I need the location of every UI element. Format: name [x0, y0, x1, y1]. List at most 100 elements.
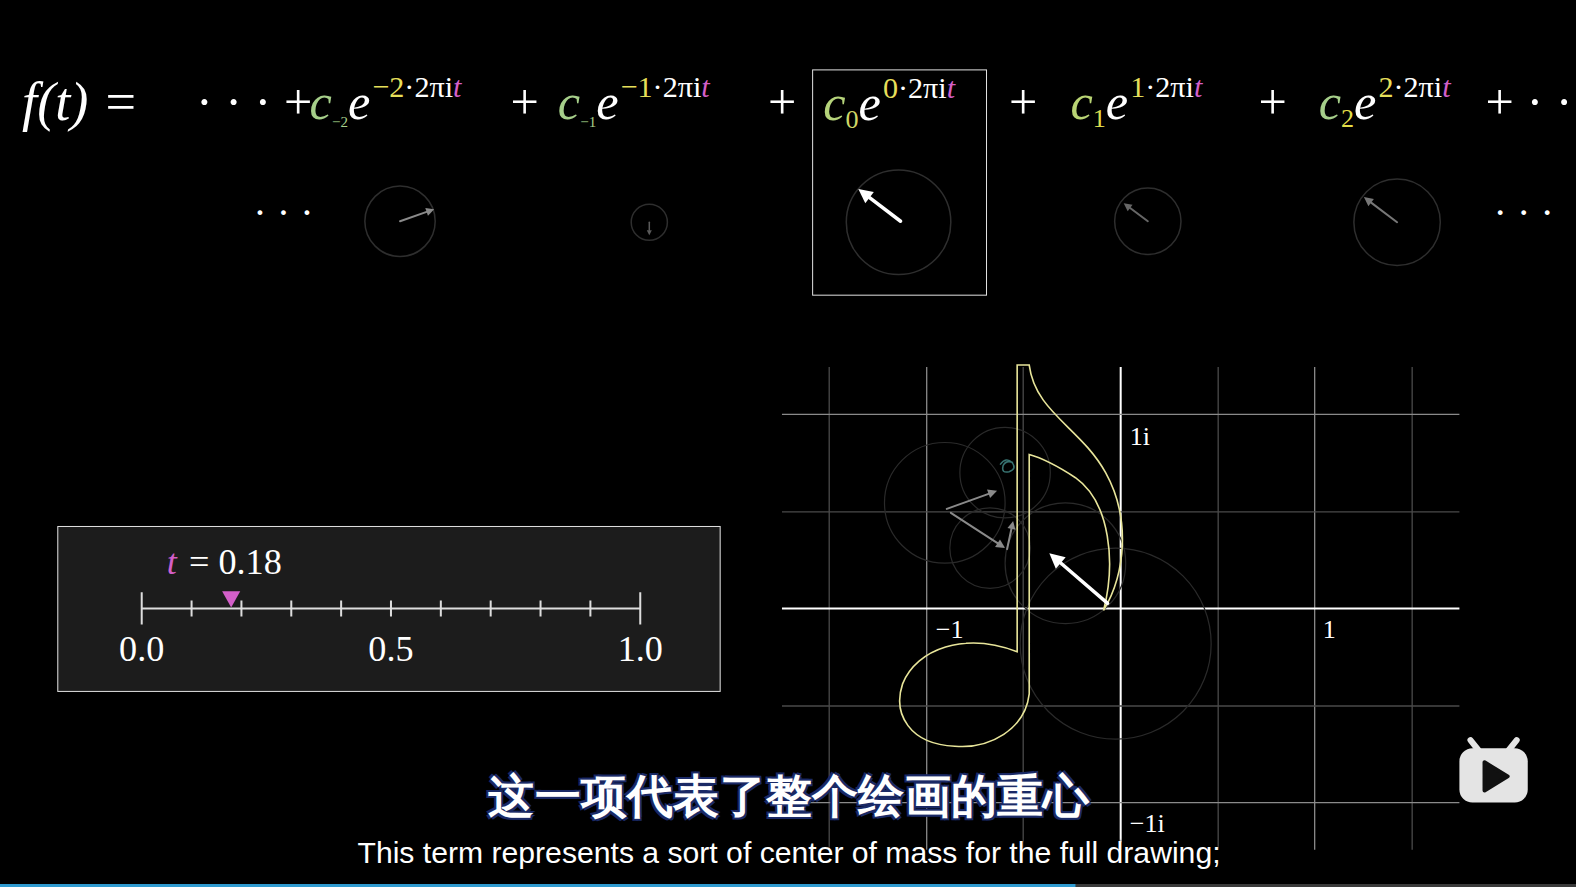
formula-text: + [511, 76, 539, 126]
exp-frequency: −1 [621, 69, 653, 102]
epicycle-arrow-shaft [1007, 529, 1011, 549]
slider-tick [290, 600, 292, 616]
exp-frequency: 2 [1378, 69, 1393, 102]
coef-subscript: −2 [332, 114, 348, 130]
exp-base: e [348, 73, 370, 129]
grid-line [782, 414, 1459, 415]
exp-time: t [947, 70, 955, 103]
epicycle-circle [884, 443, 1005, 564]
vector-arrow-shaft [1130, 208, 1148, 221]
c0-vector-arrow-shaft [1061, 563, 1108, 603]
logo-play [1485, 762, 1508, 790]
coef-letter: c [1319, 73, 1341, 129]
time-readout: t = 0.18 [167, 544, 282, 580]
formula-text: · · · [253, 193, 313, 233]
formula-text: + · · [1486, 76, 1573, 126]
vector-arrow-shaft [1371, 203, 1397, 223]
exp-base: e [1106, 73, 1128, 129]
slider-tick [240, 600, 242, 616]
epicycle-circle [950, 508, 1030, 588]
time-variable: t [167, 542, 177, 582]
exp-frequency: 1 [1130, 69, 1145, 102]
epicycle-arrow-head [1008, 521, 1016, 530]
exp-frequency: 0 [883, 70, 898, 103]
exp-factor: ·2πi [1393, 69, 1442, 102]
coef-subscript: 1 [1093, 104, 1106, 133]
vector-circle [631, 204, 667, 240]
coef-letter: c [1070, 73, 1092, 129]
epicycle-arrow-shaft [951, 513, 998, 543]
subtitle-zh: 这一项代表了整个绘画的重心 [488, 772, 1089, 818]
exp-factor: ·2πi [898, 70, 947, 103]
slider-tick [340, 600, 342, 616]
c0-vector-arrow-head [1049, 553, 1065, 569]
vector-circle [1115, 188, 1181, 254]
slider-tick [589, 600, 591, 616]
coef-subscript: −1 [580, 114, 596, 130]
formula-text: · · · [1494, 193, 1554, 233]
exp-base: e [859, 74, 881, 130]
axis-label: 1 [1321, 616, 1338, 642]
slider-tick [390, 600, 392, 616]
grid-line [782, 705, 1459, 706]
coef-subscript: 0 [845, 105, 858, 134]
axis-label: −1i [1128, 811, 1167, 837]
vector-circle [846, 170, 951, 275]
series-term: c−1e−1·2πit [558, 76, 710, 126]
coef-letter: c [310, 73, 332, 129]
exp-time: t [1194, 69, 1202, 102]
series-term: c1e1·2πit [1070, 76, 1202, 126]
progress-played [0, 884, 1075, 887]
vector-arrow-head [1124, 203, 1133, 211]
slider-tick [141, 592, 143, 624]
vector-arrow-shaft [649, 222, 651, 230]
exp-base: e [596, 73, 618, 129]
series-term: c2e2·2πit [1319, 76, 1451, 126]
progress-track [0, 884, 1576, 887]
slider-tick [191, 600, 193, 616]
formula-text: + [1009, 76, 1037, 126]
series-term: c0e0·2πit [823, 77, 955, 127]
exp-time: t [453, 69, 461, 102]
highlight-box: c0e0·2πit [812, 69, 987, 295]
logo-body [1459, 748, 1527, 802]
exp-time: t [701, 69, 709, 102]
vector-circle [365, 186, 435, 256]
exp-frequency: −2 [372, 69, 404, 102]
vector-circle [1354, 179, 1440, 265]
grid-line [782, 607, 1459, 609]
vector-arrow-shaft [400, 212, 427, 221]
epicycle-arrow-head [987, 490, 997, 499]
pen-scribble [1000, 460, 1014, 472]
formula-text: + [1258, 76, 1286, 126]
exp-base: e [1354, 73, 1376, 129]
axis-label: −1 [934, 616, 966, 642]
c0-vector-arrow-shaft [870, 198, 901, 222]
vector-arrow-head [647, 230, 652, 235]
node-illustration [58, 527, 721, 693]
tick-label: 0.5 [368, 631, 413, 667]
vector-arrow-head [425, 208, 434, 216]
slider-tick [639, 592, 641, 624]
slider-tick [540, 600, 542, 616]
coef-subscript: 2 [1341, 104, 1354, 133]
epicycle-circle [1005, 503, 1126, 624]
tick-label: 1.0 [618, 631, 663, 667]
formula-text: f(t) = [22, 74, 139, 128]
formula-text: + [768, 76, 796, 126]
c0-vector-arrow-head [858, 189, 873, 203]
exp-time: t [1442, 69, 1450, 102]
formula-text: · · · + [196, 76, 312, 126]
vector-arrow-head [1364, 197, 1374, 206]
coef-letter: c [558, 73, 580, 129]
axis-label: 1i [1128, 423, 1152, 449]
series-term: c−2e−2·2πit [310, 76, 462, 126]
player-logo [1459, 740, 1527, 802]
slider-marker [222, 591, 240, 607]
coef-letter: c [823, 74, 845, 130]
epicycle-arrow-head [995, 539, 1005, 548]
time-value: = 0.18 [189, 542, 282, 582]
